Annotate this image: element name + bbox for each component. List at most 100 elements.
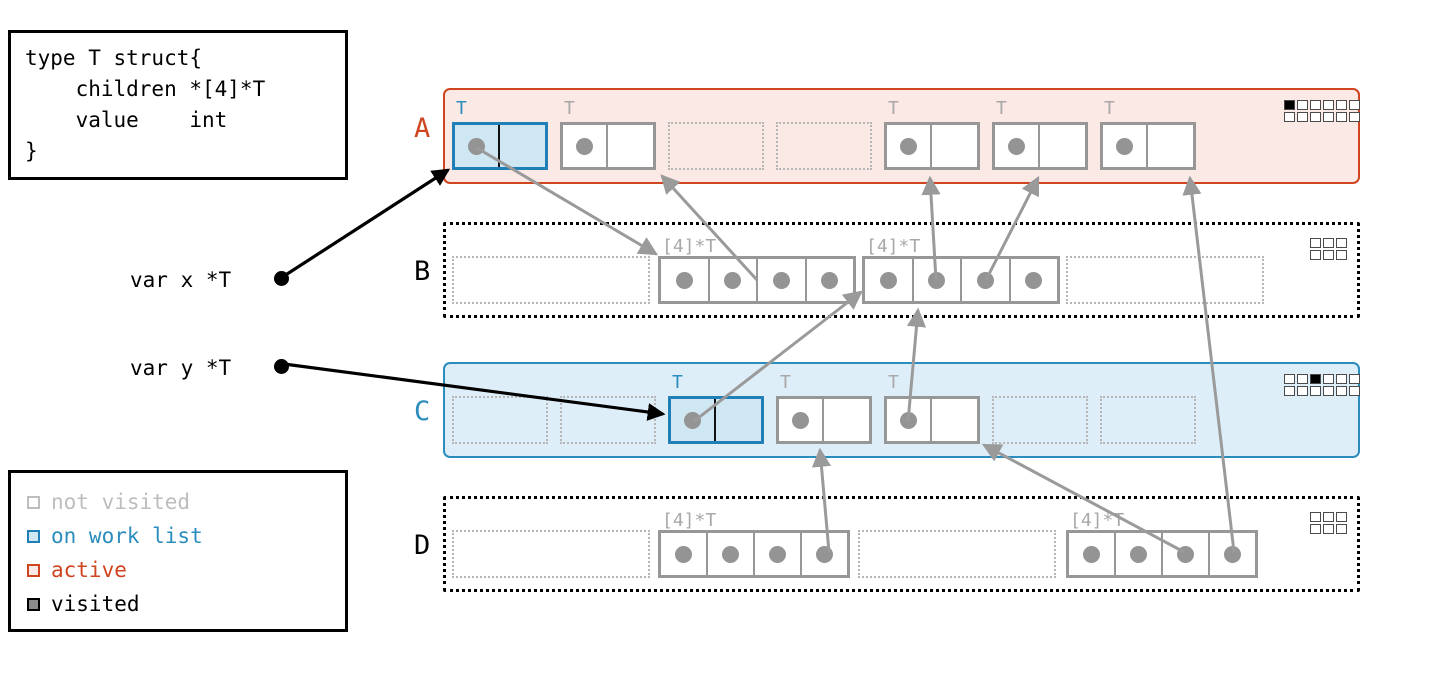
- bitmap-row: [1284, 100, 1360, 110]
- legend-swatch-on-work-list: [27, 529, 40, 543]
- bitmap-cell: [1284, 100, 1295, 110]
- legend-label-on-work-list: on work list: [51, 523, 203, 548]
- node-a-1[interactable]: [560, 122, 656, 170]
- legend-box: not visited on work list active visited: [8, 470, 348, 632]
- bitmap-cell: [1310, 100, 1321, 110]
- node-a-6-pointer-field: [1103, 125, 1148, 167]
- free-slot-c-6: [1100, 396, 1196, 444]
- pointer-dot: [1177, 545, 1194, 563]
- legend-item-visited: visited: [27, 587, 329, 621]
- pointer-dot: [928, 271, 946, 289]
- bitmap-cell: [1284, 112, 1295, 122]
- pointer-dot: [468, 137, 485, 155]
- node-a-0[interactable]: [452, 122, 548, 170]
- bitmap-cell: [1310, 112, 1321, 122]
- node-a-5[interactable]: [992, 122, 1088, 170]
- bitmap-cell: [1336, 386, 1347, 396]
- array-cell: [865, 259, 914, 301]
- node-c-4[interactable]: [884, 396, 980, 444]
- bitmap-cell: [1297, 100, 1308, 110]
- span-bitmap-a: [1284, 100, 1360, 122]
- node-a-4-value-field: [932, 125, 977, 167]
- pointer-dot: [879, 271, 897, 289]
- pointer-dot: [792, 411, 809, 429]
- legend-label-visited: visited: [51, 591, 140, 616]
- bitmap-cell: [1349, 374, 1360, 384]
- type-tag-a-0: T: [456, 98, 467, 119]
- free-slot-a-2: [668, 122, 764, 170]
- array-cell: [755, 533, 802, 575]
- pointer-dot: [772, 271, 790, 289]
- pointer-dot: [722, 545, 739, 563]
- node-c-3-value-field: [824, 399, 869, 441]
- node-c-3[interactable]: [776, 396, 872, 444]
- node-c-2-value-field: [716, 399, 761, 441]
- free-slot-d-2: [858, 530, 1056, 578]
- legend-swatch-active: [27, 563, 40, 577]
- type-tag-a-6: T: [1104, 98, 1115, 119]
- legend-item-on-work-list: on work list: [27, 519, 329, 553]
- legend-label-not-visited: not visited: [51, 489, 191, 514]
- node-a-6[interactable]: [1100, 122, 1196, 170]
- bitmap-row: [1284, 386, 1360, 396]
- node-c-2[interactable]: [668, 396, 764, 444]
- bitmap-cell: [1349, 100, 1360, 110]
- array-cell: [807, 259, 854, 301]
- bitmap-cell: [1323, 238, 1334, 248]
- span-bitmap-b: [1310, 238, 1347, 260]
- bitmap-cell: [1336, 238, 1347, 248]
- bitmap-row: [1310, 512, 1347, 522]
- pointer-dot: [675, 545, 692, 563]
- type-tag-a-4: T: [888, 98, 899, 119]
- type-tag-c-4: T: [888, 372, 899, 393]
- free-slot-c-1: [560, 396, 656, 444]
- array-cell: [710, 259, 758, 301]
- pointer-dot: [900, 137, 917, 155]
- type-definition-code: type T struct{ children *[4]*T value int…: [25, 46, 266, 163]
- bitmap-cell: [1323, 374, 1334, 384]
- pointer-dot: [675, 271, 693, 289]
- row-label-a: A: [414, 113, 431, 144]
- type-tag-a-1: T: [564, 98, 575, 119]
- pointer-dot: [976, 271, 994, 289]
- pointer-dot: [724, 271, 742, 289]
- bitmap-row: [1310, 238, 1347, 248]
- node-c-2-pointer-field: [671, 399, 716, 441]
- type-tag-c-2: T: [672, 372, 683, 393]
- bitmap-cell: [1323, 386, 1334, 396]
- node-a-6-value-field: [1148, 125, 1193, 167]
- legend-item-not-visited: not visited: [27, 485, 329, 519]
- array-d-1[interactable]: [658, 530, 850, 578]
- array-cell: [661, 259, 710, 301]
- type-tag-d-3: [4]*T: [1070, 510, 1125, 531]
- node-a-1-pointer-field: [563, 125, 608, 167]
- bitmap-cell: [1284, 374, 1295, 384]
- var-y-label: var y *T: [130, 356, 232, 380]
- bitmap-cell: [1310, 374, 1321, 384]
- span-bitmap-c: [1284, 374, 1360, 396]
- row-label-d: D: [414, 530, 431, 561]
- array-b-1[interactable]: [658, 256, 856, 304]
- bitmap-cell: [1297, 374, 1308, 384]
- node-a-4[interactable]: [884, 122, 980, 170]
- free-slot-a-3: [776, 122, 872, 170]
- array-b-2[interactable]: [862, 256, 1060, 304]
- var-x-label: var x *T: [130, 268, 232, 292]
- node-a-5-value-field: [1040, 125, 1085, 167]
- bitmap-cell: [1284, 386, 1295, 396]
- bitmap-cell: [1323, 512, 1334, 522]
- array-cell: [1069, 533, 1116, 575]
- bitmap-cell: [1297, 112, 1308, 122]
- array-cell: [661, 533, 708, 575]
- array-d-3[interactable]: [1066, 530, 1258, 578]
- free-slot-c-5: [992, 396, 1088, 444]
- array-cell: [1210, 533, 1255, 575]
- node-a-0-pointer-field: [455, 125, 500, 167]
- bitmap-cell: [1336, 374, 1347, 384]
- bitmap-cell: [1310, 386, 1321, 396]
- legend-item-active: active: [27, 553, 329, 587]
- pointer-dot: [1008, 137, 1025, 155]
- pointer-dot: [900, 411, 917, 429]
- bitmap-cell: [1310, 524, 1321, 534]
- node-c-4-value-field: [932, 399, 977, 441]
